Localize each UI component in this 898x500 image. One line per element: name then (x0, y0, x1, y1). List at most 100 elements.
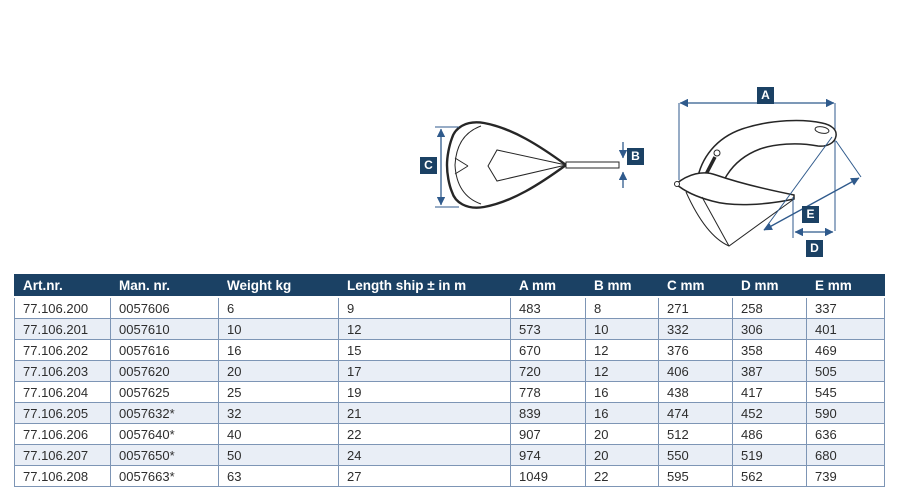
table-cell: 77.106.203 (14, 360, 111, 382)
table-cell: 20 (585, 444, 659, 466)
anchor-side-view (674, 98, 862, 247)
table-cell: 474 (658, 402, 733, 424)
table-cell: 77.106.200 (14, 296, 111, 319)
table-cell: 519 (732, 444, 807, 466)
anchor-technical-drawing (435, 98, 862, 247)
table-cell: 40 (218, 423, 339, 445)
table-cell: 483 (510, 296, 586, 319)
table-cell: 0057625 (110, 381, 219, 403)
column-header: C mm (658, 274, 733, 298)
table-cell: 50 (218, 444, 339, 466)
table-cell: 0057632* (110, 402, 219, 424)
shank-side (696, 119, 837, 195)
table-cell: 0057663* (110, 465, 219, 487)
table-cell: 0057610 (110, 318, 219, 340)
column-header: Length ship ± in m (338, 274, 511, 298)
table-cell: 17 (338, 360, 511, 382)
table-cell: 406 (658, 360, 733, 382)
dim-label-a: A (757, 87, 774, 104)
fluke-side (674, 172, 795, 206)
table-cell: 907 (510, 423, 586, 445)
column-header: Weight kg (218, 274, 339, 298)
table-cell: 636 (806, 423, 885, 445)
table-cell: 21 (338, 402, 511, 424)
table-cell: 562 (732, 465, 807, 487)
table-cell: 486 (732, 423, 807, 445)
column-header: D mm (732, 274, 807, 298)
shank-front (565, 161, 620, 169)
table-cell: 550 (658, 444, 733, 466)
dim-label-e: E (802, 206, 819, 223)
table-cell: 20 (585, 423, 659, 445)
table-cell: 680 (806, 444, 885, 466)
pin-head (713, 149, 721, 157)
table-cell: 32 (218, 402, 339, 424)
table-cell: 545 (806, 381, 885, 403)
table-cell: 16 (218, 339, 339, 361)
table-cell: 974 (510, 444, 586, 466)
column-header: Art.nr. (14, 274, 111, 298)
table-cell: 12 (585, 360, 659, 382)
table-cell: 6 (218, 296, 339, 319)
table-cell: 438 (658, 381, 733, 403)
table-cell: 739 (806, 465, 885, 487)
dim-label-c: C (420, 157, 437, 174)
table-cell: 401 (806, 318, 885, 340)
table-cell: 0057640* (110, 423, 219, 445)
table-cell: 22 (338, 423, 511, 445)
table-cell: 77.106.207 (14, 444, 111, 466)
table-cell: 595 (658, 465, 733, 487)
column-header: Man. nr. (110, 274, 219, 298)
column-header: B mm (585, 274, 659, 298)
table-cell: 27 (338, 465, 511, 487)
table-cell: 16 (585, 381, 659, 403)
table-cell: 512 (658, 423, 733, 445)
table-cell: 573 (510, 318, 586, 340)
table-cell: 332 (658, 318, 733, 340)
table-cell: 19 (338, 381, 511, 403)
table-cell: 20 (218, 360, 339, 382)
table-cell: 720 (510, 360, 586, 382)
table-cell: 271 (658, 296, 733, 319)
table-cell: 670 (510, 339, 586, 361)
table-cell: 452 (732, 402, 807, 424)
table-cell: 77.106.205 (14, 402, 111, 424)
dimension-line-e (763, 177, 860, 231)
table-cell: 417 (732, 381, 807, 403)
anchor-front-view (435, 121, 628, 209)
table-cell: 839 (510, 402, 586, 424)
table-cell: 8 (585, 296, 659, 319)
table-cell: 505 (806, 360, 885, 382)
table-cell: 77.106.204 (14, 381, 111, 403)
table-cell: 358 (732, 339, 807, 361)
table-cell: 0057606 (110, 296, 219, 319)
table-cell: 10 (585, 318, 659, 340)
table-cell: 25 (218, 381, 339, 403)
table-cell: 258 (732, 296, 807, 319)
table-cell: 77.106.206 (14, 423, 111, 445)
table-cell: 778 (510, 381, 586, 403)
column-header: E mm (806, 274, 885, 298)
table-cell: 77.106.201 (14, 318, 111, 340)
table-cell: 24 (338, 444, 511, 466)
table-cell: 376 (658, 339, 733, 361)
dim-label-d: D (806, 240, 823, 257)
table-cell: 590 (806, 402, 885, 424)
table-cell: 12 (338, 318, 511, 340)
table-cell: 9 (338, 296, 511, 319)
dim-label-b: B (627, 148, 644, 165)
table-cell: 77.106.208 (14, 465, 111, 487)
table-cell: 10 (218, 318, 339, 340)
table-cell: 0057620 (110, 360, 219, 382)
